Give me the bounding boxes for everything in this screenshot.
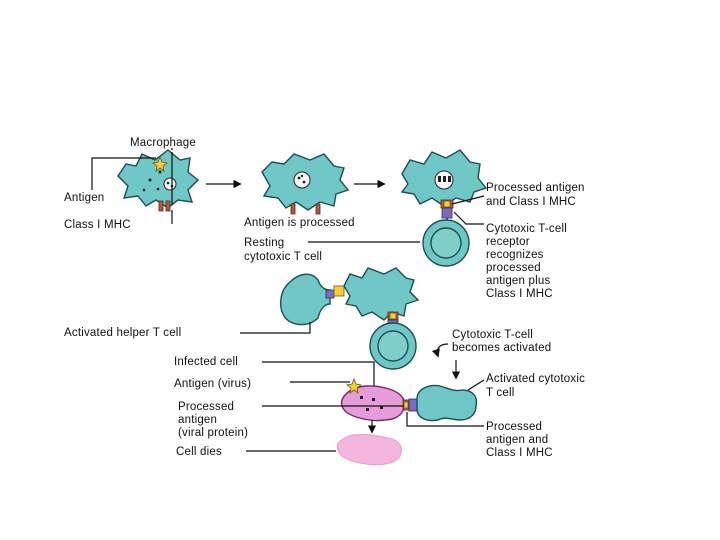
antigen-mhc-complex-1 [440,199,454,209]
arrow-curved-activation [431,343,449,358]
label-antigen-processed: Antigen is processed [244,217,355,229]
label-processed-antigen-mhc-1: Processed antigen [486,182,585,194]
label-processed-viral-1: Processed [178,401,234,413]
leader-proc-ag-mhc-b [406,412,484,427]
infected-cell [340,385,406,422]
activated-helper-t-cell [279,273,331,326]
leader-helper [240,322,311,334]
label-ctc-activated-2: becomes activated [452,342,551,354]
macrophage-cell-1 [117,149,200,209]
label-tcr-4: processed [486,262,541,274]
label-tcr-5: antigen plus [486,275,550,287]
macrophage-cell-4 [343,267,420,321]
label-class-i-mhc: Class I MHC [64,219,131,231]
antigen-mhc-complex-3 [402,398,418,412]
activated-cytotoxic-t-cell [416,384,478,422]
leader-processed-antigen-mhc [451,195,485,205]
leader-infected-cell [262,361,375,386]
macrophage-cell-3 [400,149,488,207]
label-proc-ag-mhc-b-1: Processed [486,421,542,433]
dead-cell [336,434,402,466]
label-processed-antigen-mhc-2: and Class I MHC [486,196,576,208]
class-i-mhc-1 [158,200,171,212]
label-antigen: Antigen [64,192,104,204]
label-proc-ag-mhc-b-2: antigen and [486,434,548,446]
label-processed-viral-2: antigen [178,414,217,426]
leader-antigen [91,157,156,190]
label-resting-sub: cytotoxic T cell [244,251,322,263]
helper-mhc-link [325,285,345,299]
macrophage-cell-2 [261,153,350,211]
leader-tcr [453,211,484,225]
label-ctc-activated-1: Cytotoxic T-cell [452,329,533,341]
label-antigen-virus: Antigen (virus) [174,378,251,390]
label-activated-ctc-1: Activated cytotoxic [486,373,585,385]
antigen-particle-1 [152,155,168,172]
label-processed-viral-3: (viral protein) [178,427,248,439]
label-tcr-2: receptor [486,236,530,248]
label-infected-cell: Infected cell [174,356,238,368]
activating-cytotoxic-t-cell [369,322,417,370]
label-cell-dies: Cell dies [176,446,222,458]
label-activated-ctc-2: T cell [486,387,514,399]
virus-antigen [346,377,362,394]
label-macrophage: Macrophage [130,137,196,149]
label-proc-ag-mhc-b-3: Class I MHC [486,447,553,459]
resting-cytotoxic-t-cell [422,219,470,267]
leader-activated-ctc [467,379,485,391]
class-i-mhc-2 [290,203,321,215]
label-tcr-6: Class I MHC [486,288,553,300]
label-tcr-3: recognizes [486,249,544,261]
label-activated-helper: Activated helper T cell [64,327,181,339]
label-resting: Resting [244,237,284,249]
label-tcr-1: Cytotoxic T-cell [486,223,567,235]
